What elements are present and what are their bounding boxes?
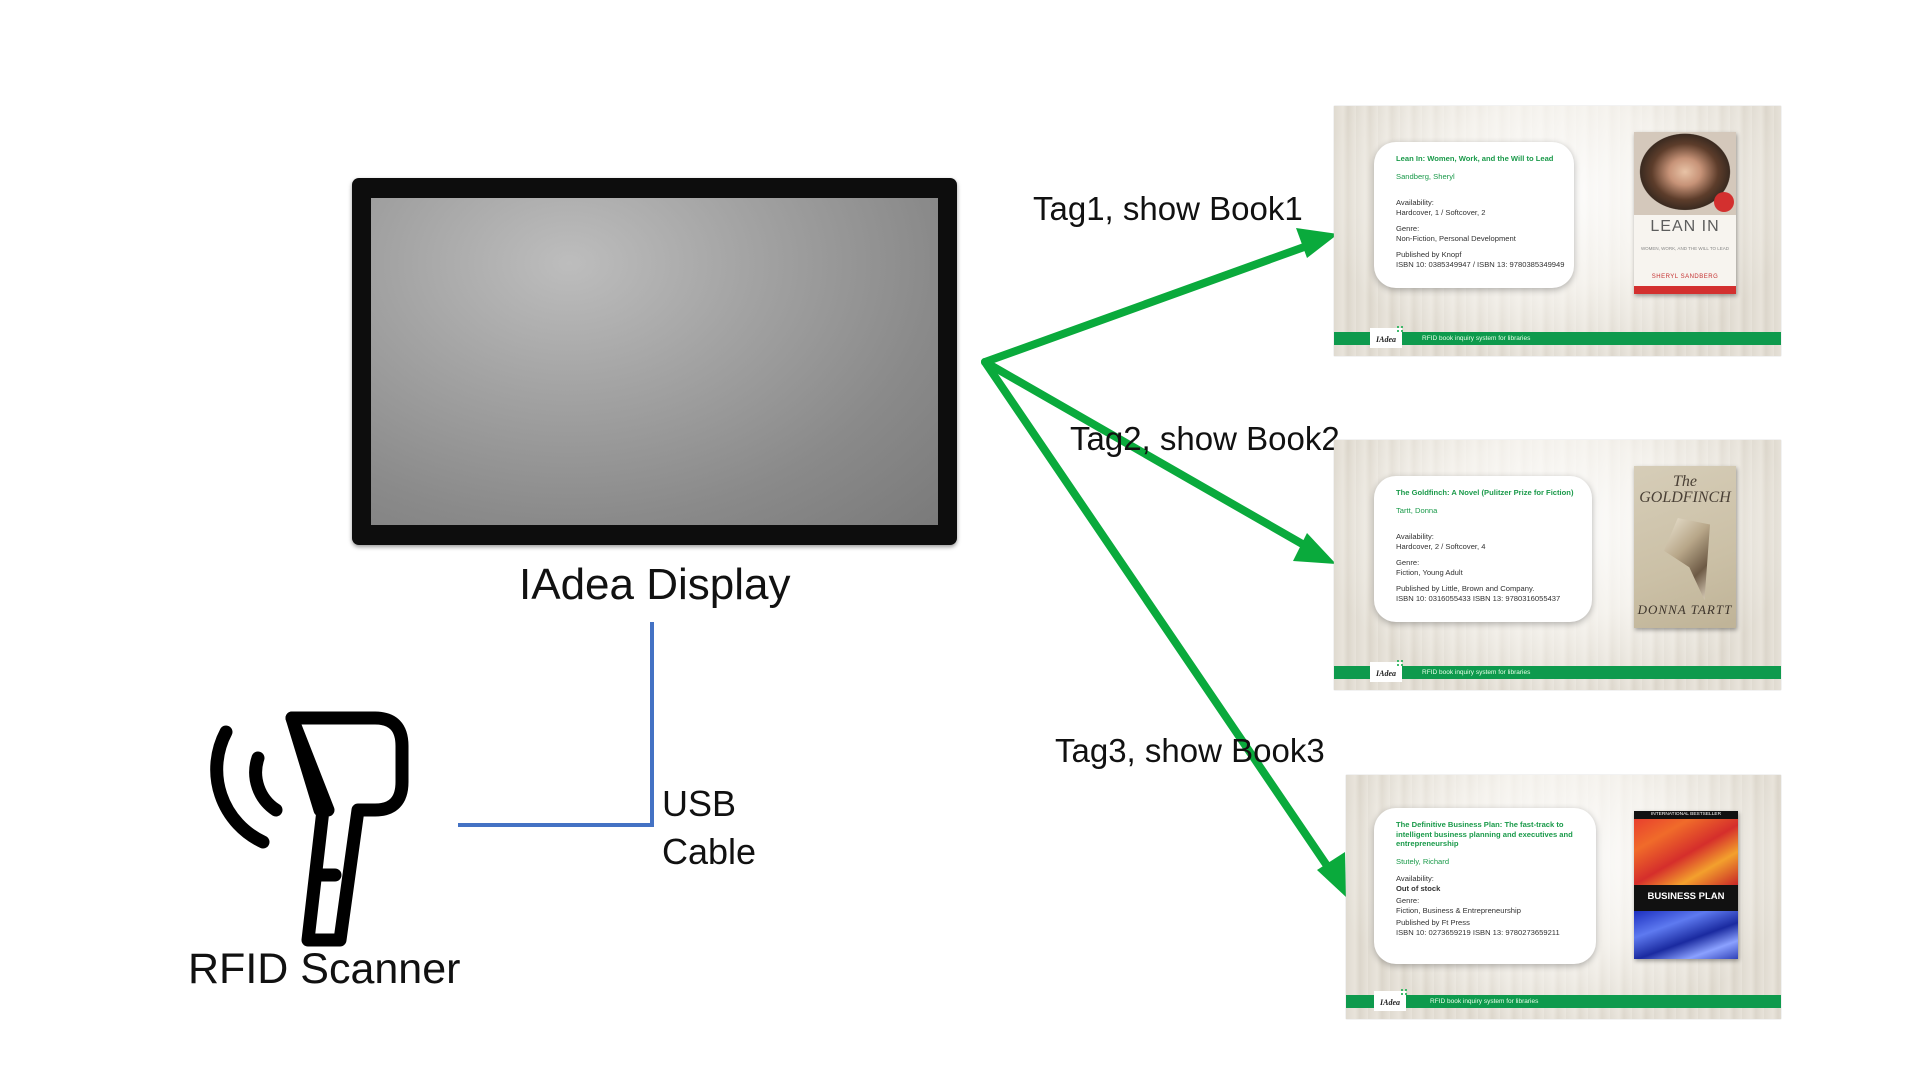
iadea-logo: IAdea — [1374, 991, 1406, 1011]
book-cover-lean-in: LEAN IN WOMEN, WORK, AND THE WILL TO LEA… — [1634, 132, 1736, 294]
genre-value: Fiction, Young Adult — [1396, 567, 1463, 577]
book-info-card: Lean In: Women, Work, and the Will to Le… — [1374, 142, 1574, 288]
book-info-card: The Goldfinch: A Novel (Pulitzer Prize f… — [1374, 476, 1592, 622]
cover-red-artwork — [1634, 811, 1738, 885]
usb-label-line1: USB — [662, 783, 737, 824]
publisher-row: Published by Little, Brown and Company. … — [1396, 584, 1592, 603]
usb-cable-line — [458, 622, 654, 827]
cover-author: DONNA TARTT — [1637, 602, 1733, 617]
footer-text: RFID book inquiry system for libraries — [1422, 335, 1531, 342]
publisher-value: Published by Little, Brown and Company. — [1396, 584, 1535, 593]
publisher-row: Published by Knopf ISBN 10: 0385349947 /… — [1396, 250, 1574, 269]
display-label: IAdea Display — [519, 560, 791, 609]
genre-value: Fiction, Business & Entrepreneurship — [1396, 905, 1521, 915]
footer-text: RFID book inquiry system for libraries — [1422, 669, 1531, 676]
iadea-display-monitor — [352, 178, 957, 545]
genre-label: Genre: — [1396, 224, 1420, 233]
tag2-label: Tag2, show Book2 — [1070, 420, 1340, 457]
publisher-row: Published by Ft Press ISBN 10: 027365921… — [1396, 918, 1588, 937]
book-author: Stutely, Richard — [1396, 856, 1450, 866]
monitor-screen — [371, 198, 938, 525]
rfid-scanner-label: RFID Scanner — [188, 945, 461, 993]
logo-dots-icon — [1396, 325, 1404, 333]
cover-subtitle: WOMEN, WORK, AND THE WILL TO LEAD — [1640, 246, 1730, 251]
book-cover-goldfinch: The GOLDFINCH DONNA TARTT — [1634, 466, 1736, 628]
cover-title: LEAN IN — [1650, 218, 1720, 235]
book-slide-3: The Definitive Business Plan: The fast-t… — [1346, 775, 1781, 1019]
publisher-value: Published by Knopf — [1396, 250, 1462, 259]
cover-title: BUSINESS PLAN — [1647, 891, 1725, 902]
footer-text: RFID book inquiry system for libraries — [1430, 998, 1539, 1005]
isbn-value: ISBN 10: 0273659219 ISBN 13: 97802736592… — [1396, 927, 1560, 937]
slide-footer: RFID book inquiry system for libraries — [1334, 332, 1781, 345]
cover-badge — [1714, 192, 1734, 212]
cover-title: The GOLDFINCH — [1634, 474, 1736, 506]
arrow-tag2 — [981, 358, 1336, 564]
tag1-label: Tag1, show Book1 — [1033, 190, 1303, 227]
usb-label-line2: Cable — [662, 831, 757, 872]
slide-footer: RFID book inquiry system for libraries — [1346, 995, 1781, 1008]
logo-dots-icon — [1396, 659, 1404, 667]
book-title: Lean In: Women, Work, and the Will to Le… — [1396, 154, 1554, 163]
genre-label: Genre: — [1396, 896, 1420, 905]
book-title: The Definitive Business Plan: The fast-t… — [1396, 820, 1573, 848]
iadea-logo: IAdea — [1370, 328, 1402, 348]
availability-value: Out of stock — [1396, 883, 1441, 893]
iadea-logo: IAdea — [1370, 662, 1402, 682]
book-info-card: The Definitive Business Plan: The fast-t… — [1374, 808, 1596, 964]
genre-row: Genre: Fiction, Business & Entrepreneurs… — [1396, 896, 1588, 915]
cover-torn-paper-image — [1664, 518, 1710, 600]
availability-row: Availability: Hardcover, 2 / Softcover, … — [1396, 532, 1592, 551]
cover-blue-artwork — [1634, 911, 1738, 959]
availability-row: Availability: Hardcover, 1 / Softcover, … — [1396, 198, 1574, 217]
book-title: The Goldfinch: A Novel (Pulitzer Prize f… — [1396, 488, 1574, 497]
availability-row: Availability: Out of stock — [1396, 874, 1588, 893]
availability-label: Availability: — [1396, 874, 1434, 883]
book-author: Tartt, Donna — [1396, 505, 1438, 515]
cover-banner: INTERNATIONAL BESTSELLER — [1634, 811, 1738, 819]
arrow-tag1 — [981, 228, 1338, 366]
publisher-value: Published by Ft Press — [1396, 918, 1470, 927]
arrow-tag3 — [981, 358, 1346, 897]
isbn-value: ISBN 10: 0385349947 / ISBN 13: 978038534… — [1396, 259, 1565, 269]
book-slide-2: The Goldfinch: A Novel (Pulitzer Prize f… — [1334, 440, 1781, 690]
book-slide-1: Lean In: Women, Work, and the Will to Le… — [1334, 106, 1781, 356]
isbn-value: ISBN 10: 0316055433 ISBN 13: 97803160554… — [1396, 593, 1561, 603]
logo-dots-icon — [1400, 988, 1408, 996]
genre-row: Genre: Fiction, Young Adult — [1396, 558, 1592, 577]
availability-label: Availability: — [1396, 532, 1434, 541]
genre-value: Non-Fiction, Personal Development — [1396, 233, 1516, 243]
availability-value: Hardcover, 2 / Softcover, 4 — [1396, 541, 1486, 551]
slide-footer: RFID book inquiry system for libraries — [1334, 666, 1781, 679]
cover-band — [1634, 286, 1736, 294]
tag3-label: Tag3, show Book3 — [1055, 732, 1325, 769]
cover-title-line2: GOLDFINCH — [1639, 489, 1731, 506]
rfid-scanner-icon — [210, 711, 409, 947]
book-author: Sandberg, Sheryl — [1396, 171, 1455, 181]
genre-row: Genre: Non-Fiction, Personal Development — [1396, 224, 1574, 243]
cover-title-line1: The — [1673, 473, 1697, 490]
availability-value: Hardcover, 1 / Softcover, 2 — [1396, 207, 1486, 217]
cover-author: SHERYL SANDBERG — [1651, 274, 1719, 280]
availability-label: Availability: — [1396, 198, 1434, 207]
usb-cable-label: USB Cable — [662, 780, 756, 876]
book-cover-business-plan: INTERNATIONAL BESTSELLER BUSINESS PLAN — [1634, 811, 1738, 959]
genre-label: Genre: — [1396, 558, 1420, 567]
